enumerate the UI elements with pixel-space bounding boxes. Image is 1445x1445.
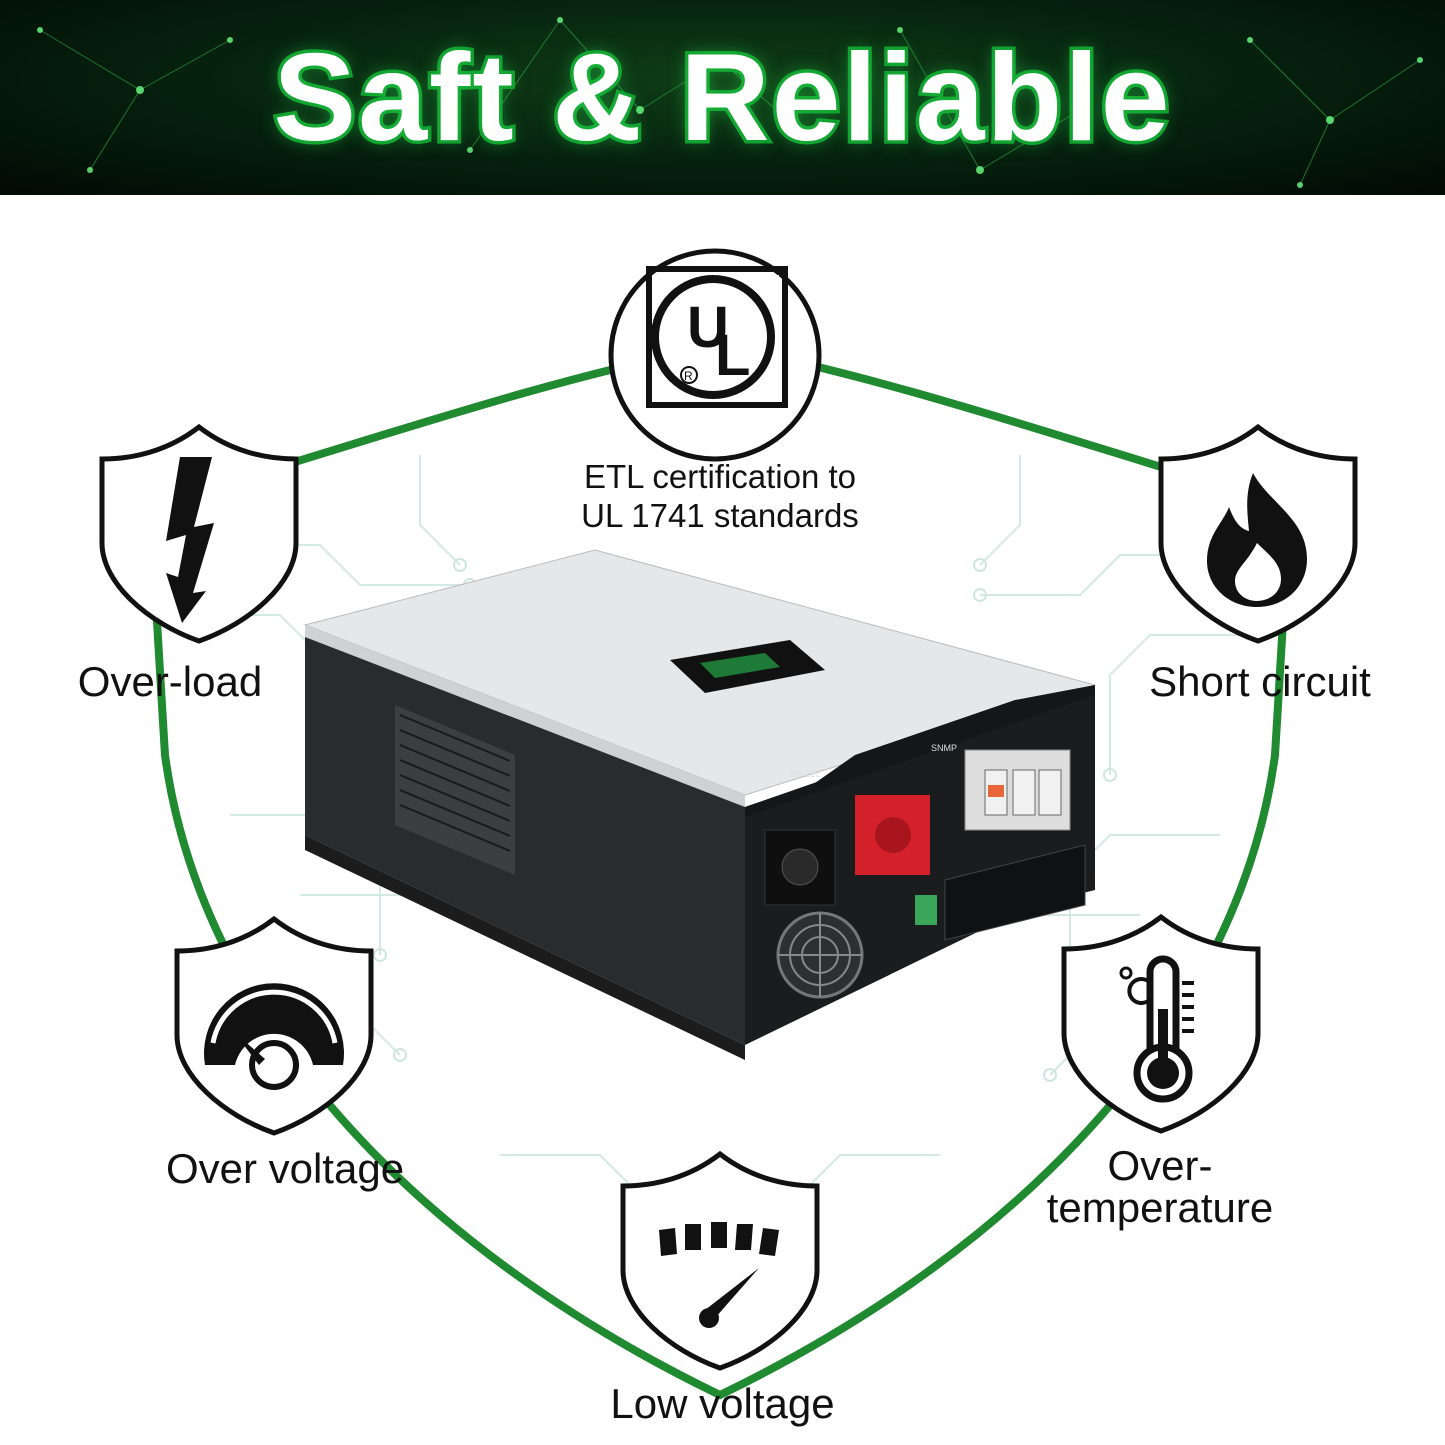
network-background-graphic (37, 17, 1423, 188)
certification-line-2: UL 1741 standards (581, 497, 859, 534)
feature-label-short-circuit: Short circuit (1149, 658, 1371, 705)
certification-text: ETL certification to UL 1741 standards (480, 457, 960, 535)
port-label-snmp: SNMP (931, 743, 957, 753)
port-label-rs232: RS-232 (790, 769, 821, 779)
lightning-bolt-icon (99, 423, 299, 644)
header-banner: Saft & Reliable (0, 0, 1445, 195)
feature-label-over-temperature-line-1: Over- (1107, 1142, 1213, 1189)
page-title: Saft & Reliable (270, 25, 1173, 170)
svg-text:U: U (687, 295, 729, 360)
gauge-icon (174, 915, 374, 1136)
feature-label-over-voltage: Over voltage (165, 1145, 405, 1192)
ul-logo-icon: U L R (608, 248, 822, 462)
low-voltage-meter-icon (620, 1150, 820, 1371)
feature-stage: U L R ETL certification to UL 1741 stand… (0, 195, 1445, 1445)
inverter-product-image: RS-232 SNMP (303, 549, 1097, 1060)
svg-text:L: L (715, 323, 750, 388)
feature-label-low-voltage: Low voltage (610, 1380, 835, 1427)
certification-line-1: ETL certification to (583, 458, 857, 495)
svg-text:R: R (684, 369, 693, 383)
flame-icon (1158, 423, 1358, 644)
feature-label-over-load: Over-load (77, 658, 263, 705)
feature-label-over-temperature-line-2: temperature (1046, 1184, 1274, 1231)
thermometer-icon (1061, 913, 1261, 1134)
feature-label-over-temperature: Over- temperature (1030, 1145, 1290, 1229)
ul-certification-badge: U L R (607, 247, 823, 463)
